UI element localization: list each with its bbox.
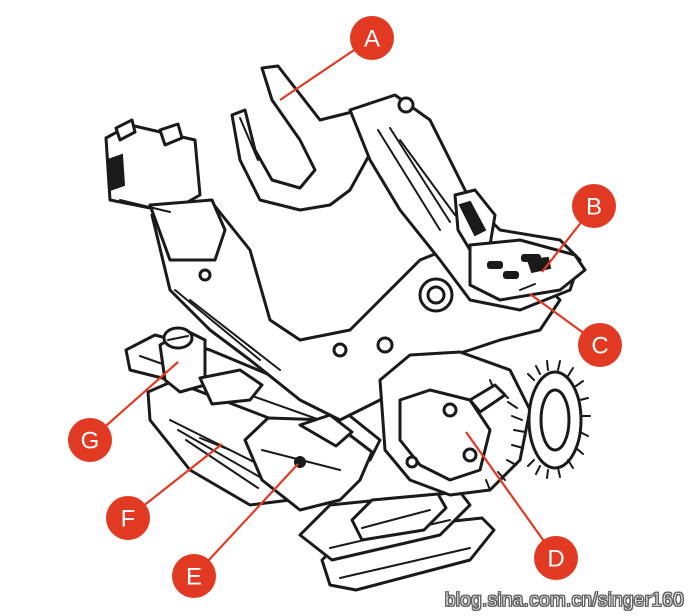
callout-b: B: [572, 184, 616, 228]
fork-arm: [230, 64, 374, 212]
callout-e: E: [172, 554, 216, 598]
callout-a-circle: [350, 16, 394, 60]
callout-f-label: F: [121, 506, 136, 533]
callout-f: F: [106, 496, 150, 540]
callout-b-circle: [572, 184, 616, 228]
callout-a-label: A: [364, 26, 380, 53]
leader-line-e: [193, 463, 299, 577]
callout-c-circle: [578, 323, 622, 367]
callout-e-label: E: [186, 564, 202, 591]
callout-g: G: [68, 418, 112, 462]
callout-d: D: [534, 536, 578, 580]
watermark-text: blog.sina.com.cn/singer160: [444, 590, 684, 612]
foot-bar-clamp: [104, 118, 227, 262]
callout-a: A: [350, 16, 394, 60]
callout-d-circle: [534, 536, 578, 580]
callout-b-label: B: [586, 194, 602, 221]
adjusting-screw: [158, 326, 264, 406]
leader-line-d: [465, 431, 557, 559]
callout-c: C: [578, 323, 622, 367]
callout-g-circle: [68, 418, 112, 462]
callout-d-label: D: [547, 546, 564, 573]
base-plates: [298, 490, 496, 592]
callout-c-label: C: [591, 333, 608, 360]
callout-e-circle: [172, 554, 216, 598]
callout-f-circle: [106, 496, 150, 540]
ratchet-wheel: [378, 350, 591, 497]
callout-g-label: G: [81, 428, 100, 455]
